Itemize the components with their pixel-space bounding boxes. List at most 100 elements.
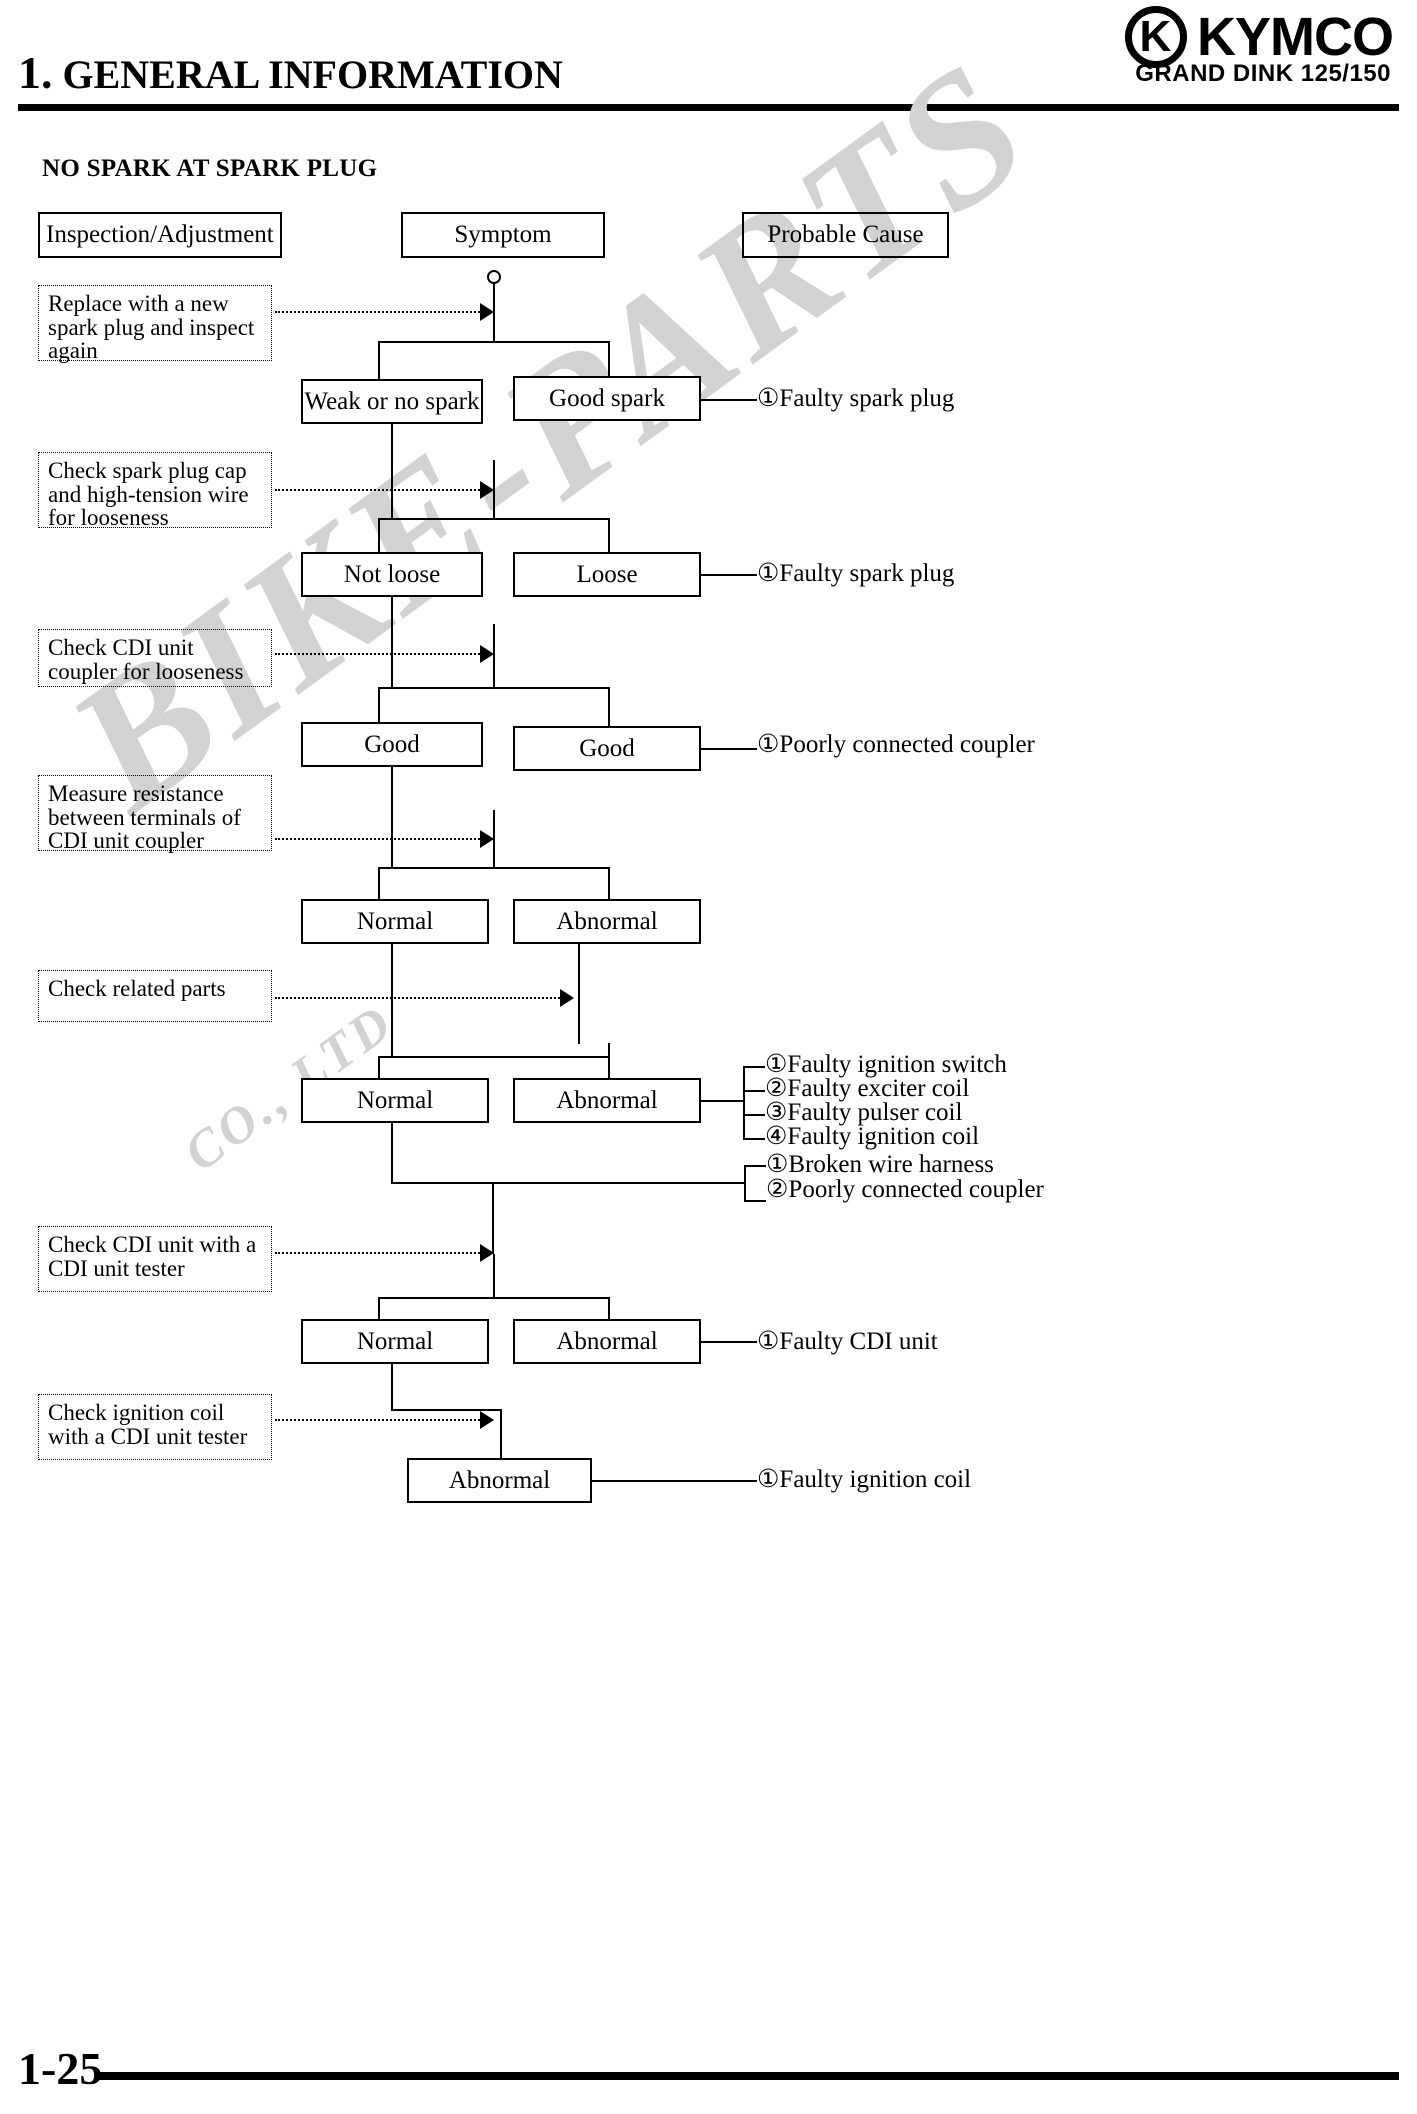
page-header: KYMCO 1. GENERAL INFORMATION GRAND DINK … — [0, 0, 1417, 120]
flow-line-3-right — [608, 687, 610, 726]
dotted-connector-2 — [275, 489, 480, 491]
symptom-loose: Loose — [513, 552, 701, 597]
flow-line-1-down — [391, 424, 393, 519]
chapter-title-text: GENERAL INFORMATION — [62, 52, 563, 97]
dotted-connector-3 — [275, 653, 480, 655]
flow-line-4-left — [378, 867, 380, 901]
page-number: 1-25 — [18, 2043, 103, 2094]
flow-line-5-left-down — [391, 1123, 393, 1183]
symptom-abnormal-1: Abnormal — [513, 899, 701, 944]
column-header-inspection: Inspection/Adjustment — [38, 212, 282, 258]
symptom-normal-3: Normal — [301, 1319, 489, 1364]
flow-line-3-stem — [493, 624, 495, 688]
flow-line-5-right — [608, 1043, 610, 1078]
instruction-check-related: Check related parts — [38, 970, 272, 1022]
cause-tick-coils-3 — [743, 1114, 765, 1116]
flow-line-entry — [493, 284, 495, 342]
column-header-cause: Probable Cause — [742, 212, 949, 258]
flow-line-5-to-harness — [391, 1182, 746, 1184]
dotted-connector-7 — [275, 1419, 480, 1421]
cause-tick-coils-1 — [743, 1066, 765, 1068]
cause-faulty-spark-plug-1: ①Faulty spark plug — [757, 385, 955, 412]
page-title: 1. GENERAL INFORMATION — [18, 46, 563, 99]
model-name: GRAND DINK 125/150 — [1135, 60, 1391, 87]
cause-poorly-connected-coupler: ①Poorly connected coupler — [757, 731, 1035, 758]
dotted-connector-6 — [275, 1252, 480, 1254]
cause-faulty-spark-plug-2: ①Faulty spark plug — [757, 560, 955, 587]
symptom-normal-1: Normal — [301, 899, 489, 944]
flow-line-4-right — [608, 867, 610, 899]
symptom-abnormal-4: Abnormal — [407, 1458, 592, 1503]
symptom-good-spark: Good spark — [513, 376, 701, 421]
instruction-check-coupler: Check CDI unit coupler for looseness — [38, 629, 272, 687]
chapter-number: 1. — [18, 47, 53, 98]
cause-tick-coils-2 — [743, 1090, 765, 1092]
symptom-abnormal-2: Abnormal — [513, 1078, 701, 1123]
arrowhead-3 — [480, 645, 494, 663]
cause-faulty-ignition-switch: ①Faulty ignition switch — [765, 1051, 1007, 1078]
flow-split-bar-2 — [378, 518, 610, 520]
dotted-connector-1 — [275, 311, 480, 313]
header-divider — [18, 104, 1399, 111]
symptom-abnormal-3: Abnormal — [513, 1319, 701, 1364]
flow-line-6-left-down — [391, 1364, 393, 1410]
symptom-good-right: Good — [513, 726, 701, 771]
instruction-check-ign-coil: Check ignition coil with a CDI unit test… — [38, 1394, 272, 1460]
flow-line-final-stem — [500, 1409, 502, 1459]
flow-line-6-stem — [493, 1254, 495, 1298]
flow-line-3-down — [391, 767, 393, 869]
flow-line-6-left — [378, 1297, 380, 1319]
arrowhead-2 — [480, 481, 494, 499]
kymco-logo: KYMCO — [1125, 6, 1394, 68]
cause-lead-group-coils — [701, 1100, 745, 1102]
flow-split-bar-3 — [378, 687, 610, 689]
cause-poorly-connected-coupler-2: ②Poorly connected coupler — [766, 1176, 1044, 1203]
flow-line-1-left — [378, 341, 380, 379]
flow-entry-node-icon — [487, 270, 501, 284]
flow-split-bar-4 — [378, 867, 610, 869]
kymco-wordmark: KYMCO — [1197, 7, 1394, 67]
dotted-connector-4 — [275, 838, 480, 840]
symptom-normal-2: Normal — [301, 1078, 489, 1123]
flow-line-2-left — [378, 518, 380, 552]
flow-line-3-left — [378, 687, 380, 722]
flow-line-5-down-rail — [492, 1182, 494, 1254]
flow-line-5-left — [378, 1056, 380, 1078]
cause-lead-2 — [701, 574, 757, 576]
section-title: NO SPARK AT SPARK PLUG — [42, 155, 378, 182]
cause-broken-wire-harness: ①Broken wire harness — [766, 1151, 994, 1178]
instruction-measure-resistance: Measure resistance between terminals of … — [38, 775, 272, 853]
footer-divider — [96, 2072, 1399, 2080]
flow-line-4-left-down — [391, 944, 393, 1057]
flow-line-4-right-down — [578, 944, 580, 1044]
cause-tick-harness-1 — [744, 1165, 766, 1167]
symptom-good-left: Good — [301, 722, 483, 767]
cause-lead-cdi — [701, 1341, 757, 1343]
flow-line-2-down — [391, 597, 393, 689]
flow-line-2-stem — [493, 460, 495, 519]
flow-line-1-right — [608, 341, 610, 379]
flow-line-6-right — [608, 1297, 610, 1319]
flow-split-bar-6 — [378, 1297, 610, 1299]
flow-line-6-to-final — [391, 1409, 502, 1411]
cause-lead-ignition-coil — [592, 1480, 757, 1482]
flow-split-bar-5 — [378, 1056, 610, 1058]
arrowhead-7 — [480, 1411, 494, 1429]
cause-faulty-pulser-coil: ③Faulty pulser coil — [765, 1099, 963, 1126]
flow-line-2-right — [608, 518, 610, 552]
arrowhead-5 — [560, 989, 574, 1007]
cause-faulty-cdi-unit: ①Faulty CDI unit — [757, 1328, 938, 1355]
dotted-connector-5 — [275, 997, 560, 999]
kymco-logo-icon — [1125, 6, 1187, 68]
cause-faulty-ignition-coil: ①Faulty ignition coil — [757, 1466, 972, 1493]
symptom-not-loose: Not loose — [301, 552, 483, 597]
symptom-weak-or-no-spark: Weak or no spark — [301, 379, 483, 424]
cause-faulty-ignition-coil-group: ④Faulty ignition coil — [765, 1123, 980, 1150]
cause-tick-coils-4 — [743, 1138, 765, 1140]
instruction-replace-plug: Replace with a new spark plug and inspec… — [38, 285, 272, 363]
column-header-symptom: Symptom — [401, 212, 605, 258]
flow-line-4-stem — [493, 810, 495, 868]
cause-bracket-group-harness — [744, 1165, 746, 1201]
instruction-check-plug-cap: Check spark plug cap and high-tension wi… — [38, 452, 272, 530]
